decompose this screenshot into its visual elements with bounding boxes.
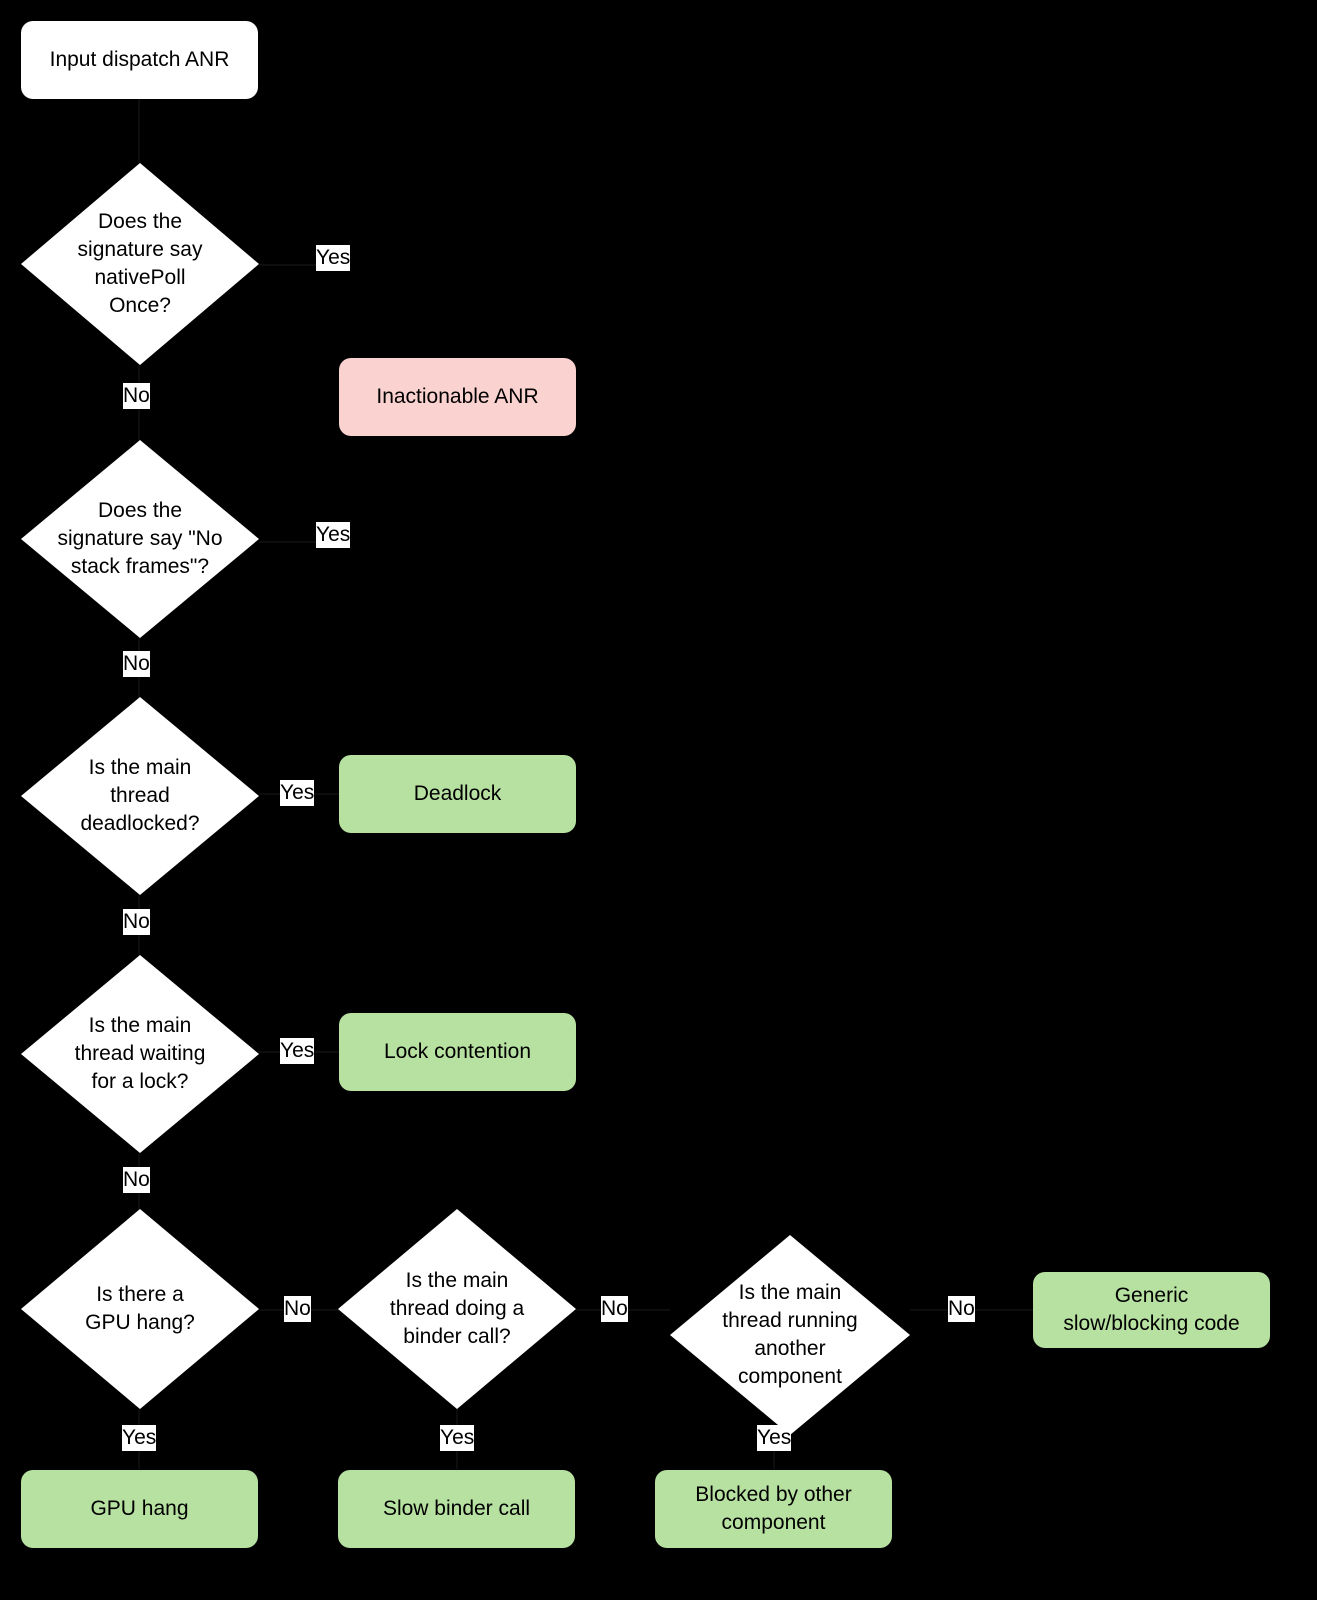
edge-label-d6-no: No xyxy=(601,1296,628,1322)
edge-label-d1-yes: Yes xyxy=(316,245,351,271)
node-start-input-dispatch-anr[interactable]: Input dispatch ANR xyxy=(21,21,258,99)
edge-label-d3-yes: Yes xyxy=(280,780,315,806)
edge-label-d5-yes: Yes xyxy=(122,1425,157,1451)
node-result-blocked-by-other-component[interactable]: Blocked by other component xyxy=(655,1470,892,1548)
node-decision-gpu-hang[interactable]: Is there a GPU hang? xyxy=(21,1209,259,1409)
diamond-shape xyxy=(338,1209,576,1409)
edge-label-d4-no: No xyxy=(123,1167,150,1193)
connector-start-to-d1 xyxy=(138,98,140,163)
diamond-shape xyxy=(21,1209,259,1409)
connector-d1-to-inactionable xyxy=(259,264,339,266)
connector-d3-to-d4 xyxy=(138,895,140,981)
connector-d7-to-generic-slow xyxy=(910,1309,1053,1311)
connector-d7-to-blocked-other xyxy=(773,1435,775,1469)
node-decision-binder-call[interactable]: Is the main thread doing a binder call? xyxy=(338,1209,576,1409)
node-decision-main-thread-deadlocked[interactable]: Is the main thread deadlocked? xyxy=(21,697,259,895)
node-decision-no-stack-frames[interactable]: Does the signature say "No stack frames"… xyxy=(21,440,259,638)
node-result-slow-binder-call[interactable]: Slow binder call xyxy=(338,1470,575,1548)
diamond-shape xyxy=(21,955,259,1153)
edge-label-d1-no: No xyxy=(123,383,150,409)
edge-label-d7-yes: Yes xyxy=(757,1425,792,1451)
node-result-generic-slow-blocking-code[interactable]: Generic slow/blocking code xyxy=(1033,1272,1270,1348)
node-result-inactionable-anr[interactable]: Inactionable ANR xyxy=(339,358,576,436)
edge-label-d7-no: No xyxy=(948,1296,975,1322)
edge-label-d6-yes: Yes xyxy=(440,1425,475,1451)
node-result-deadlock[interactable]: Deadlock xyxy=(339,755,576,833)
node-decision-nativepollonce[interactable]: Does the signature say nativePoll Once? xyxy=(21,163,259,365)
connector-d2-yes xyxy=(259,541,339,543)
edge-label-d2-yes: Yes xyxy=(316,522,351,548)
node-result-lock-contention[interactable]: Lock contention xyxy=(339,1013,576,1091)
node-decision-running-another-component[interactable]: Is the main thread running another compo… xyxy=(670,1235,910,1435)
edge-label-d3-no: No xyxy=(123,909,150,935)
node-decision-main-thread-waiting-for-lock[interactable]: Is the main thread waiting for a lock? xyxy=(21,955,259,1153)
diamond-shape xyxy=(21,697,259,895)
connector-d4-to-d5 xyxy=(138,1153,140,1235)
connector-d1-to-d2 xyxy=(138,365,140,466)
edge-label-d2-no: No xyxy=(123,651,150,677)
diamond-shape xyxy=(670,1235,910,1435)
connector-d2-to-d3 xyxy=(138,637,140,723)
edge-label-d5-no: No xyxy=(284,1296,311,1322)
node-result-gpu-hang[interactable]: GPU hang xyxy=(21,1470,258,1548)
diamond-shape xyxy=(21,440,259,638)
diamond-shape xyxy=(21,163,259,365)
edge-label-d4-yes: Yes xyxy=(280,1038,315,1064)
